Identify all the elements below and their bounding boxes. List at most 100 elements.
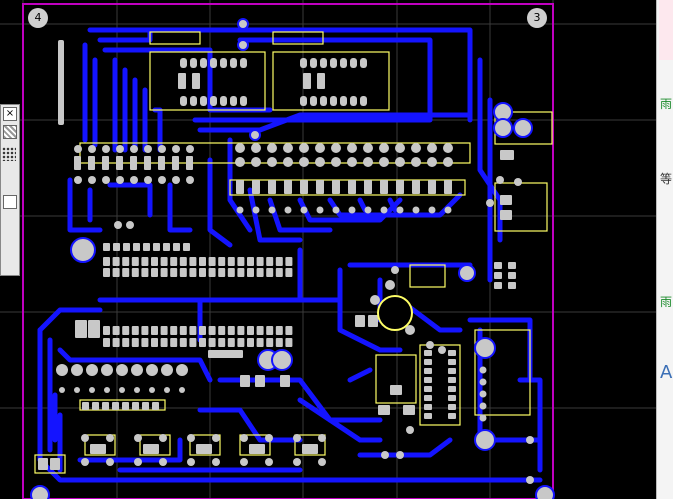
pad bbox=[199, 268, 206, 277]
pad bbox=[103, 268, 110, 277]
pad bbox=[38, 458, 48, 470]
pad bbox=[190, 58, 197, 68]
copper-traces[interactable] bbox=[37, 27, 543, 483]
via bbox=[176, 364, 188, 376]
pad bbox=[210, 96, 217, 106]
pad bbox=[340, 58, 347, 68]
via bbox=[479, 390, 487, 398]
pad bbox=[237, 257, 245, 266]
pad bbox=[192, 73, 200, 89]
via bbox=[283, 143, 293, 153]
pad bbox=[275, 338, 283, 347]
via bbox=[332, 206, 340, 214]
hatch-pattern-button[interactable] bbox=[3, 125, 17, 139]
pad bbox=[179, 257, 187, 266]
grid-icon[interactable] bbox=[2, 147, 16, 161]
via bbox=[427, 143, 437, 153]
via bbox=[212, 458, 220, 466]
via bbox=[114, 221, 122, 229]
mounting-pads[interactable] bbox=[30, 18, 555, 499]
pad bbox=[227, 338, 235, 347]
pin-icon[interactable] bbox=[3, 195, 17, 209]
via bbox=[265, 458, 273, 466]
via bbox=[172, 145, 180, 153]
pad bbox=[424, 386, 432, 392]
pad bbox=[255, 375, 265, 387]
via bbox=[212, 434, 220, 442]
panel-label-3: 雨 bbox=[660, 295, 673, 309]
via bbox=[134, 387, 140, 393]
pad bbox=[112, 402, 119, 410]
via bbox=[252, 206, 260, 214]
pad bbox=[448, 350, 456, 356]
pad bbox=[151, 268, 158, 277]
pad bbox=[170, 326, 178, 335]
via bbox=[380, 206, 388, 214]
pad bbox=[227, 326, 235, 335]
pad bbox=[218, 326, 226, 335]
pad bbox=[494, 282, 502, 289]
pad bbox=[158, 156, 165, 170]
pad bbox=[448, 413, 456, 419]
pad bbox=[424, 350, 432, 356]
pad bbox=[350, 58, 357, 68]
pad bbox=[123, 243, 130, 251]
pad bbox=[144, 156, 151, 170]
pad bbox=[130, 156, 137, 170]
pad bbox=[179, 326, 187, 335]
pad bbox=[163, 243, 170, 251]
corner-marker-3: 3 bbox=[527, 8, 547, 28]
pad bbox=[131, 326, 139, 335]
close-button[interactable]: × bbox=[3, 107, 17, 121]
pad bbox=[160, 338, 168, 347]
via bbox=[293, 434, 301, 442]
via bbox=[406, 426, 414, 434]
pad bbox=[424, 413, 432, 419]
pad bbox=[186, 156, 193, 170]
pad bbox=[179, 338, 187, 347]
pad bbox=[50, 458, 60, 470]
pad bbox=[396, 180, 404, 194]
pad bbox=[141, 338, 149, 347]
right-side-panel: 雨 等 雨 A bbox=[656, 0, 673, 499]
pad bbox=[275, 268, 283, 277]
via bbox=[161, 364, 173, 376]
pad bbox=[266, 326, 274, 335]
pad bbox=[199, 338, 206, 347]
via bbox=[106, 434, 114, 442]
pad bbox=[500, 195, 512, 205]
pad bbox=[424, 359, 432, 365]
via bbox=[299, 157, 309, 167]
pad bbox=[122, 402, 129, 410]
pad bbox=[403, 405, 415, 415]
via bbox=[300, 206, 308, 214]
via bbox=[428, 206, 436, 214]
pad bbox=[103, 338, 110, 347]
via bbox=[526, 436, 534, 444]
pad bbox=[256, 338, 264, 347]
pad bbox=[348, 180, 356, 194]
pad bbox=[208, 350, 243, 358]
pad bbox=[133, 243, 140, 251]
pad bbox=[170, 338, 178, 347]
via bbox=[381, 451, 389, 459]
component-pads[interactable] bbox=[38, 40, 534, 484]
via bbox=[514, 178, 522, 186]
via bbox=[315, 143, 325, 153]
pad bbox=[390, 385, 402, 395]
via bbox=[347, 143, 357, 153]
pad bbox=[444, 180, 452, 194]
pad bbox=[122, 268, 130, 277]
via bbox=[299, 143, 309, 153]
via bbox=[396, 451, 404, 459]
pad bbox=[210, 58, 217, 68]
pad bbox=[199, 326, 206, 335]
pad bbox=[103, 257, 110, 266]
via bbox=[395, 157, 405, 167]
pad bbox=[178, 73, 186, 89]
pad bbox=[218, 268, 226, 277]
via bbox=[235, 143, 245, 153]
via bbox=[267, 157, 277, 167]
via bbox=[236, 206, 244, 214]
